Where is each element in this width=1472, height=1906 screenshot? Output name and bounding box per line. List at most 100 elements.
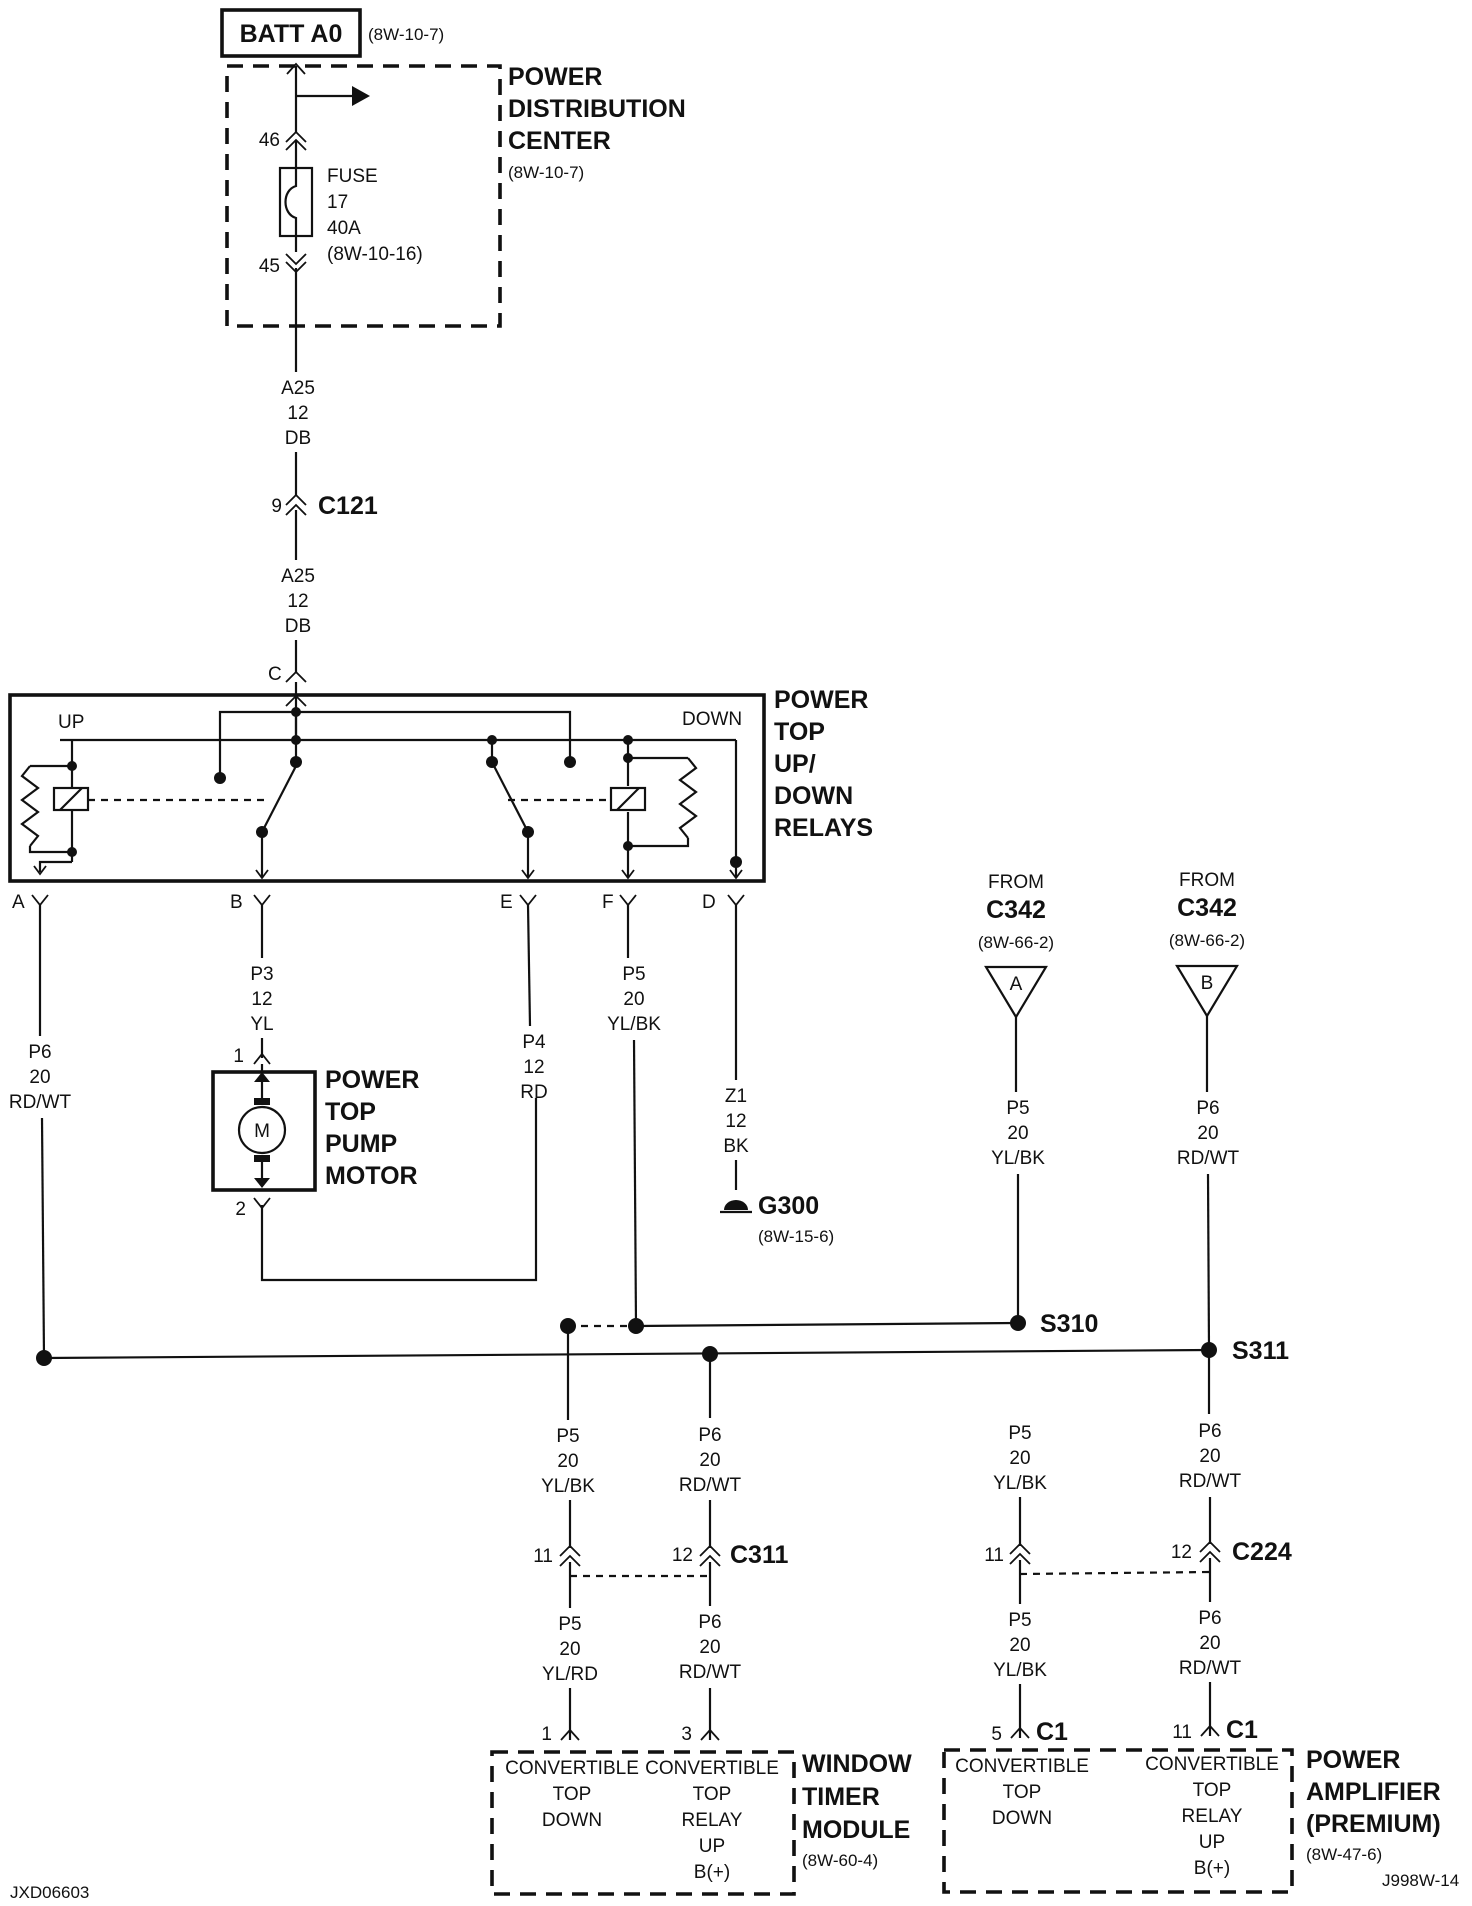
connector-c224: 11 12 C224 [984,1538,1292,1576]
connector-c311: 11 12 C311 [533,1541,788,1578]
wire-label-a25-bottom: A25 12 DB [281,566,315,637]
wire-label-p6-amp-bot: P6 20 RD/WT [1179,1608,1242,1679]
motor-icon [237,1105,287,1155]
svg-text:12: 12 [287,591,308,612]
svg-text:20: 20 [699,1637,720,1658]
svg-text:12: 12 [251,989,272,1010]
svg-text:POWER: POWER [1306,1746,1400,1774]
svg-text:45: 45 [259,256,280,277]
svg-text:(PREMIUM): (PREMIUM) [1306,1810,1441,1838]
svg-text:1: 1 [541,1724,552,1745]
wire-label-p5-amp-top: P5 20 YL/BK [993,1423,1047,1494]
amp-left-text: CONVERTIBLE TOP DOWN [955,1756,1089,1829]
svg-text:20: 20 [557,1451,578,1472]
batt-a0-box [220,8,362,58]
svg-text:AMPLIFIER: AMPLIFIER [1306,1778,1441,1806]
pdc-title: POWER DISTRIBUTION CENTER (8W-10-7) [508,63,686,182]
svg-text:YL/BK: YL/BK [607,1014,661,1035]
footer-left-code: JXD06603 [10,1883,89,1902]
from-c342-a: FROM C342 (8W-66-2) A [978,872,1054,1020]
svg-text:RD/WT: RD/WT [1177,1148,1240,1169]
svg-text:UP: UP [1199,1832,1225,1853]
svg-text:3: 3 [681,1724,692,1745]
svg-text:P5: P5 [1008,1610,1031,1631]
svg-text:E: E [500,892,513,913]
svg-text:YL/RD: YL/RD [542,1664,598,1685]
svg-text:YL: YL [250,1014,273,1035]
window-timer-module-box [490,1750,796,1896]
svg-text:17: 17 [327,192,348,213]
svg-text:FROM: FROM [1179,870,1235,891]
svg-text:RD: RD [520,1082,547,1103]
svg-text:(8W-10-16): (8W-10-16) [327,244,423,265]
svg-text:12: 12 [523,1057,544,1078]
svg-text:12: 12 [672,1545,693,1566]
batt-a0-ref: (8W-10-7) [368,25,444,44]
svg-text:DB: DB [285,616,311,637]
svg-text:S311: S311 [1232,1337,1289,1365]
svg-text:UP/: UP/ [774,750,816,778]
svg-text:P6: P6 [1198,1421,1221,1442]
svg-text:DISTRIBUTION: DISTRIBUTION [508,95,686,123]
svg-text:1: 1 [233,1046,244,1067]
pdc-box [225,64,502,328]
svg-text:RD/WT: RD/WT [679,1662,742,1683]
wire-label-p5-wt-top: P5 20 YL/BK [541,1426,595,1497]
fuse-label: FUSE 17 40A (8W-10-16) [327,166,423,265]
svg-text:RD/WT: RD/WT [679,1475,742,1496]
svg-text:A25: A25 [281,566,315,587]
amp-connectors: 5 C1 11 C1 [991,1716,1258,1746]
svg-text:B(+): B(+) [694,1862,730,1883]
svg-text:20: 20 [1009,1448,1030,1469]
wire-label-p6-a: P6 20 RD/WT [9,1042,72,1113]
motor-symbol: M [254,1121,270,1142]
svg-text:20: 20 [623,989,644,1010]
ground-icon [724,1200,748,1210]
svg-text:40A: 40A [327,218,361,239]
svg-text:TOP: TOP [693,1784,732,1805]
svg-text:FUSE: FUSE [327,166,378,187]
svg-text:DOWN: DOWN [992,1808,1052,1829]
svg-text:46: 46 [259,130,280,151]
svg-text:YL/BK: YL/BK [991,1148,1045,1169]
connector-c121: 9 C121 [271,492,377,520]
svg-text:2: 2 [235,1199,246,1220]
svg-text:11: 11 [1172,1722,1192,1743]
motor-title: POWER TOP PUMP MOTOR [325,1066,419,1190]
svg-text:RELAYS: RELAYS [774,814,873,842]
svg-text:B: B [230,892,243,913]
wtm-right-text: CONVERTIBLE TOP RELAY UP B(+) [645,1758,779,1883]
wire-label-p4: P4 12 RD [520,1032,547,1103]
svg-text:20: 20 [1009,1635,1030,1656]
svg-text:(8W-66-2): (8W-66-2) [1169,931,1245,950]
arrow-right-icon [352,86,370,106]
svg-text:C121: C121 [318,492,378,520]
svg-text:B(+): B(+) [1194,1858,1230,1879]
svg-text:C311: C311 [730,1541,788,1569]
svg-text:P6: P6 [698,1612,721,1633]
svg-text:P4: P4 [522,1032,546,1053]
svg-text:RELAY: RELAY [1182,1806,1243,1827]
svg-text:P5: P5 [556,1426,579,1447]
relay-down-label: DOWN [682,709,742,730]
relay-title: POWER TOP UP/ DOWN RELAYS [774,686,873,842]
relay-box [8,693,766,883]
svg-text:(8W-60-4): (8W-60-4) [802,1851,878,1870]
svg-text:(8W-10-7): (8W-10-7) [508,163,584,182]
svg-text:11: 11 [533,1546,553,1567]
wire-label-a25-top: A25 12 DB [281,378,315,449]
wire-label-p6-from-b: P6 20 RD/WT [1177,1098,1240,1169]
svg-text:TOP: TOP [1193,1780,1232,1801]
svg-text:A: A [12,892,25,913]
svg-text:MOTOR: MOTOR [325,1162,418,1190]
from-c342-b: FROM C342 (8W-66-2) B [1169,870,1245,1019]
svg-text:F: F [602,892,614,913]
svg-text:20: 20 [1199,1633,1220,1654]
amp-title: POWER AMPLIFIER (PREMIUM) (8W-47-6) [1306,1746,1441,1864]
svg-text:12: 12 [725,1111,746,1132]
svg-text:P5: P5 [622,964,645,985]
wire-label-p5-wt-bot: P5 20 YL/RD [542,1614,598,1685]
svg-text:11: 11 [984,1545,1004,1566]
wire-label-p6-amp-top: P6 20 RD/WT [1179,1421,1242,1492]
svg-text:C1: C1 [1226,1716,1258,1744]
